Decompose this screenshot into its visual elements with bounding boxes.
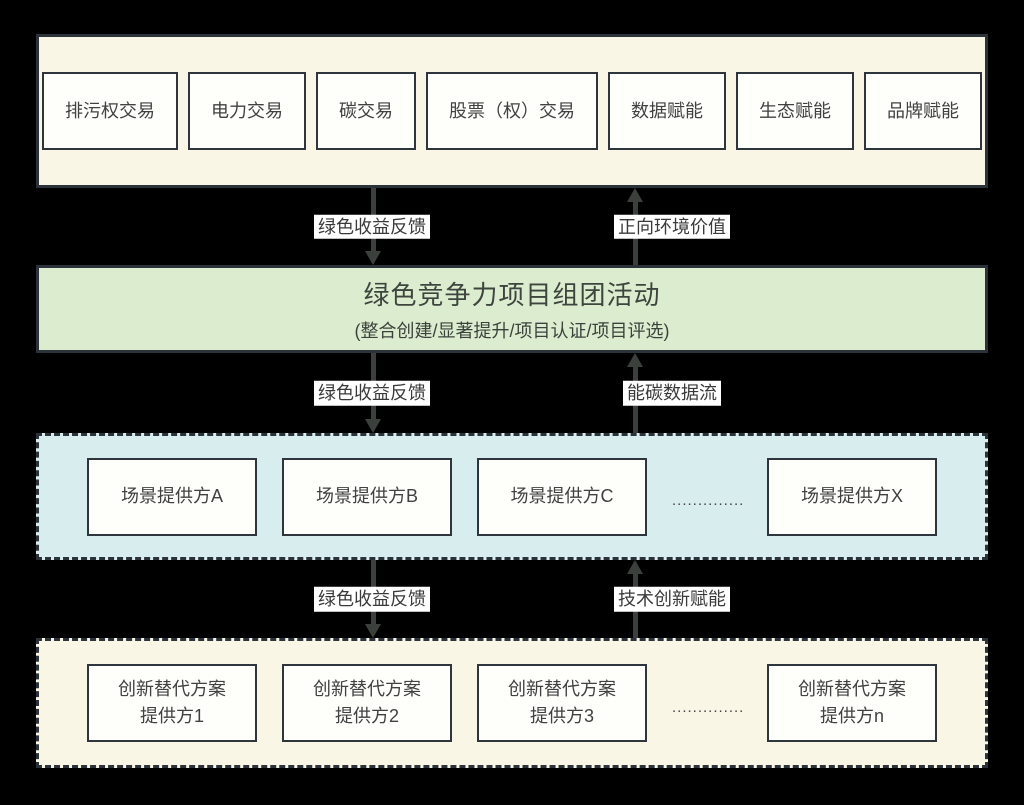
- node-eco-empowerment: 生态赋能: [736, 72, 854, 150]
- node-stock-equity-trading: 股票（权）交易: [426, 72, 598, 150]
- band-innovation-providers: 创新替代方案 提供方1 创新替代方案 提供方2 创新替代方案 提供方3 ....…: [36, 638, 988, 768]
- node-scene-provider-x: 场景提供方X: [767, 457, 937, 536]
- node-innovation-provider-2: 创新替代方案 提供方2: [282, 664, 452, 742]
- arrow-head: [365, 624, 381, 638]
- arrow-head: [365, 251, 381, 265]
- program-activity-subtitle: (整合创建/显著提升/项目认证/项目评选): [354, 321, 670, 341]
- node-scene-provider-c: 场景提供方C: [477, 457, 647, 536]
- connector-zone-bottom: 绿色收益反馈 技术创新赋能: [36, 560, 988, 638]
- node-label-line1: 创新替代方案: [798, 679, 906, 699]
- label-tech-innovation-empowerment: 技术创新赋能: [614, 586, 730, 612]
- node-scene-provider-a: 场景提供方A: [87, 457, 257, 536]
- node-label-line2: 提供方2: [334, 706, 399, 726]
- node-label-line1: 创新替代方案: [118, 679, 226, 699]
- scenes-ellipsis: ..............: [672, 492, 745, 509]
- label-positive-environment-value: 正向环境价值: [614, 214, 730, 239]
- arrow-head: [627, 560, 643, 574]
- band-scene-providers: 场景提供方A 场景提供方B 场景提供方C .............. 场景提供…: [36, 433, 988, 560]
- node-innovation-provider-n: 创新替代方案 提供方n: [767, 664, 937, 742]
- node-electricity-trading: 电力交易: [188, 72, 306, 150]
- node-brand-empowerment: 品牌赋能: [864, 72, 982, 150]
- node-label-line2: 提供方n: [819, 706, 884, 726]
- arrow-head: [365, 419, 381, 433]
- program-activity-title: 绿色竞争力项目组团活动: [363, 280, 661, 310]
- label-green-revenue-feedback-bottom: 绿色收益反馈: [314, 586, 430, 612]
- node-scene-provider-b: 场景提供方B: [282, 457, 452, 536]
- node-innovation-provider-3: 创新替代方案 提供方3: [477, 664, 647, 742]
- node-label-line1: 创新替代方案: [313, 679, 421, 699]
- band-value-channels: 排污权交易 电力交易 碳交易 股票（权）交易 数据赋能 生态赋能 品牌赋能: [36, 34, 988, 188]
- arrow-head: [627, 353, 643, 367]
- label-energy-carbon-data-flow: 能碳数据流: [623, 380, 721, 406]
- node-data-empowerment: 数据赋能: [608, 72, 726, 150]
- connector-zone-top: 绿色收益反馈 正向环境价值: [36, 188, 988, 265]
- node-label-line1: 创新替代方案: [508, 679, 616, 699]
- node-carbon-trading: 碳交易: [316, 72, 416, 150]
- arrow-head: [627, 188, 643, 202]
- node-label-line2: 提供方3: [529, 706, 594, 726]
- connector-zone-middle: 绿色收益反馈 能碳数据流: [36, 353, 988, 433]
- node-pollution-rights-trading: 排污权交易: [42, 72, 178, 150]
- band-program-activity: 绿色竞争力项目组团活动 (整合创建/显著提升/项目认证/项目评选): [36, 265, 988, 353]
- node-innovation-provider-1: 创新替代方案 提供方1: [87, 664, 257, 742]
- label-green-revenue-feedback-middle: 绿色收益反馈: [314, 380, 430, 406]
- innovators-ellipsis: ..............: [672, 698, 745, 716]
- node-label-line2: 提供方1: [139, 706, 204, 726]
- label-green-revenue-feedback-top: 绿色收益反馈: [314, 214, 430, 239]
